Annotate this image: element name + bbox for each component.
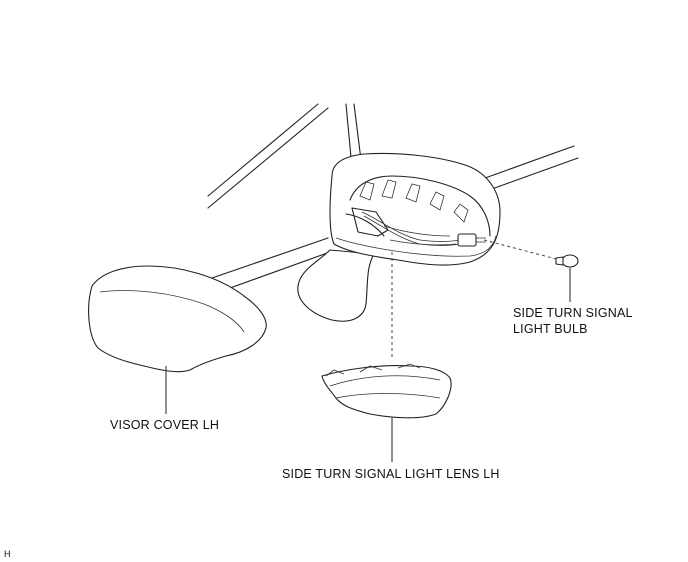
wiring-harness [361, 211, 486, 247]
bulb-label-line-2: LIGHT BULB [513, 322, 588, 336]
figure-reference-code: H [4, 549, 11, 559]
bulb-label: SIDE TURN SIGNAL LIGHT BULB [513, 305, 633, 337]
vehicle-body-outline [207, 103, 579, 289]
lens-label: SIDE TURN SIGNAL LIGHT LENS LH [282, 467, 500, 481]
bulb-socket [457, 233, 477, 247]
mirror-housing [329, 152, 501, 266]
lens-part [321, 363, 452, 419]
visor-cover-label: VISOR COVER LH [110, 418, 220, 432]
bulb-alignment-line [483, 239, 561, 261]
bulb-part [555, 254, 579, 268]
visor-cover-part [88, 265, 267, 373]
mirror-base-mount [297, 249, 375, 322]
bulb-label-line-1: SIDE TURN SIGNAL [513, 306, 633, 320]
